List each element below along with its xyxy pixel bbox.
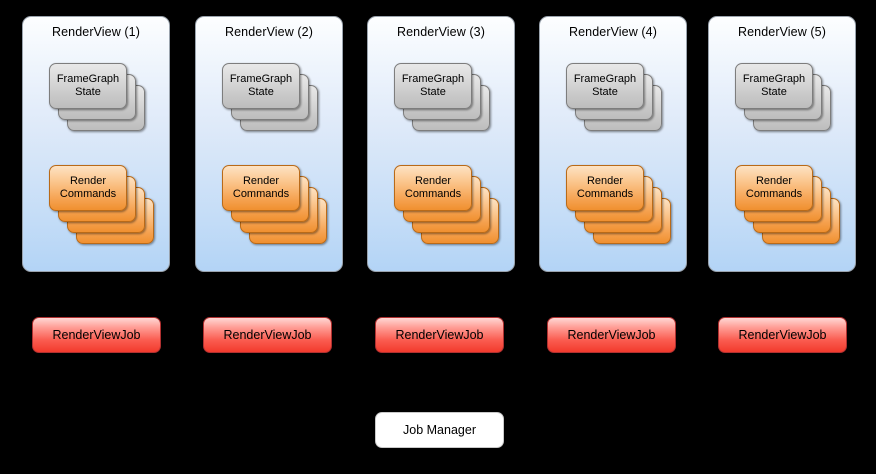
framegraph-state-stack: FrameGraph State — [735, 63, 831, 131]
render-commands-label: Render Commands — [576, 175, 634, 200]
render-view-job-button[interactable]: RenderViewJob — [547, 317, 676, 353]
render-commands-label: Render Commands — [404, 175, 462, 200]
render-view-job-label: RenderViewJob — [52, 328, 141, 342]
render-commands-card: Render Commands — [394, 165, 472, 211]
render-commands-card: Render Commands — [222, 165, 300, 211]
render-commands-label: Render Commands — [745, 175, 803, 200]
render-commands-stack: Render Commands — [49, 165, 154, 244]
framegraph-state-label: FrameGraph State — [229, 73, 293, 98]
framegraph-state-stack: FrameGraph State — [49, 63, 145, 131]
render-view-title: RenderView (4) — [568, 25, 657, 39]
render-view-title: RenderView (5) — [737, 25, 826, 39]
render-view-job-label: RenderViewJob — [567, 328, 656, 342]
job-manager-box[interactable]: Job Manager — [375, 412, 504, 448]
framegraph-state-label: FrameGraph State — [401, 73, 465, 98]
render-view-job-button[interactable]: RenderViewJob — [203, 317, 332, 353]
render-commands-label: Render Commands — [232, 175, 290, 200]
framegraph-state-label: FrameGraph State — [573, 73, 637, 98]
render-commands-stack: Render Commands — [566, 165, 671, 244]
render-view-job-label: RenderViewJob — [395, 328, 484, 342]
framegraph-state-card: FrameGraph State — [222, 63, 300, 109]
render-commands-stack: Render Commands — [222, 165, 327, 244]
render-commands-card: Render Commands — [49, 165, 127, 211]
render-view-title: RenderView (2) — [224, 25, 313, 39]
framegraph-state-stack: FrameGraph State — [566, 63, 662, 131]
render-commands-card: Render Commands — [735, 165, 813, 211]
render-commands-label: Render Commands — [59, 175, 117, 200]
framegraph-state-label: FrameGraph State — [56, 73, 120, 98]
framegraph-state-stack: FrameGraph State — [394, 63, 490, 131]
render-view-title: RenderView (1) — [51, 25, 140, 39]
framegraph-state-stack: FrameGraph State — [222, 63, 318, 131]
framegraph-state-label: FrameGraph State — [742, 73, 806, 98]
framegraph-state-card: FrameGraph State — [394, 63, 472, 109]
framegraph-state-card: FrameGraph State — [566, 63, 644, 109]
job-manager-label: Job Manager — [403, 423, 476, 437]
render-view-job-button[interactable]: RenderViewJob — [32, 317, 161, 353]
render-view-job-button[interactable]: RenderViewJob — [375, 317, 504, 353]
render-view-job-label: RenderViewJob — [223, 328, 312, 342]
render-commands-stack: Render Commands — [735, 165, 840, 244]
render-commands-card: Render Commands — [566, 165, 644, 211]
render-view-job-label: RenderViewJob — [738, 328, 827, 342]
framegraph-state-card: FrameGraph State — [735, 63, 813, 109]
render-view-job-button[interactable]: RenderViewJob — [718, 317, 847, 353]
render-view-title: RenderView (3) — [396, 25, 485, 39]
render-commands-stack: Render Commands — [394, 165, 499, 244]
framegraph-state-card: FrameGraph State — [49, 63, 127, 109]
